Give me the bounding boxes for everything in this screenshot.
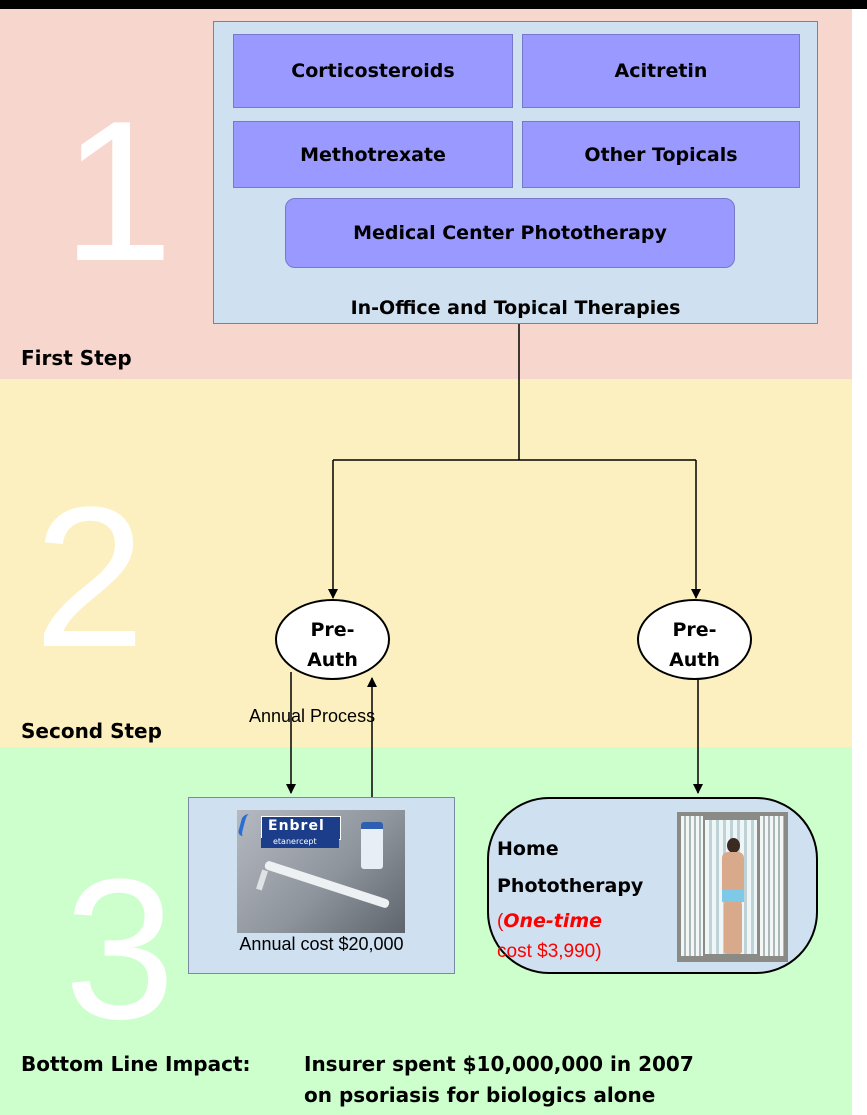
therapy-corticosteroids: Corticosteroids xyxy=(233,34,513,108)
preauth-right-label: Pre-Auth xyxy=(669,619,720,671)
vial-icon xyxy=(361,822,383,869)
booth-panel-left xyxy=(681,816,703,956)
booth-panel-right xyxy=(760,816,784,956)
bottom-line-label: Bottom Line Impact: xyxy=(21,1052,251,1076)
home-cost-line2: cost $3,990) xyxy=(497,941,602,962)
step1-number: 1 xyxy=(62,80,174,303)
person-head xyxy=(727,838,740,853)
enbrel-cost: Annual cost $20,000 xyxy=(239,934,404,954)
therapy-acitretin: Acitretin xyxy=(522,34,800,108)
enbrel-generic-logo: etanercept xyxy=(261,837,339,848)
enbrel-logo-mark xyxy=(237,814,261,836)
preauth-oval-right: Pre-Auth xyxy=(637,599,752,680)
therapy-medical-center-phototherapy: Medical Center Phototherapy xyxy=(285,198,735,268)
home-cost-line1: (One-time xyxy=(497,910,603,932)
therapy-methotrexate: Methotrexate xyxy=(233,121,513,188)
top-rule xyxy=(0,0,867,9)
person-swimwear xyxy=(722,890,744,902)
step1-label: First Step xyxy=(21,346,132,370)
bottom-line-text-1: Insurer spent $10,000,000 in 2007 xyxy=(304,1052,694,1076)
step2-number: 2 xyxy=(34,466,146,689)
preauth-left-label: Pre-Auth xyxy=(307,619,358,671)
home-title-line1: Home xyxy=(497,838,559,860)
enbrel-image: Enbrel etanercept xyxy=(237,810,405,933)
enbrel-brand-logo: Enbrel xyxy=(261,816,341,840)
step3-number: 3 xyxy=(64,838,176,1061)
therapy-other-topicals: Other Topicals xyxy=(522,121,800,188)
one-time-emphasis: One-time xyxy=(503,910,603,932)
home-title-line2: Phototherapy xyxy=(497,875,644,897)
step2-band xyxy=(0,379,852,747)
preauth-oval-left: Pre-Auth xyxy=(275,599,390,680)
phototherapy-photo xyxy=(677,812,788,962)
syringe-plunger-icon xyxy=(256,869,268,891)
in-office-caption: In-Office and Topical Therapies xyxy=(350,297,681,319)
step2-label: Second Step xyxy=(21,719,162,743)
bottom-line-text-2: on psoriasis for biologics alone xyxy=(304,1083,656,1107)
annual-process-label: Annual Process xyxy=(249,706,376,726)
person-legs xyxy=(724,902,742,954)
